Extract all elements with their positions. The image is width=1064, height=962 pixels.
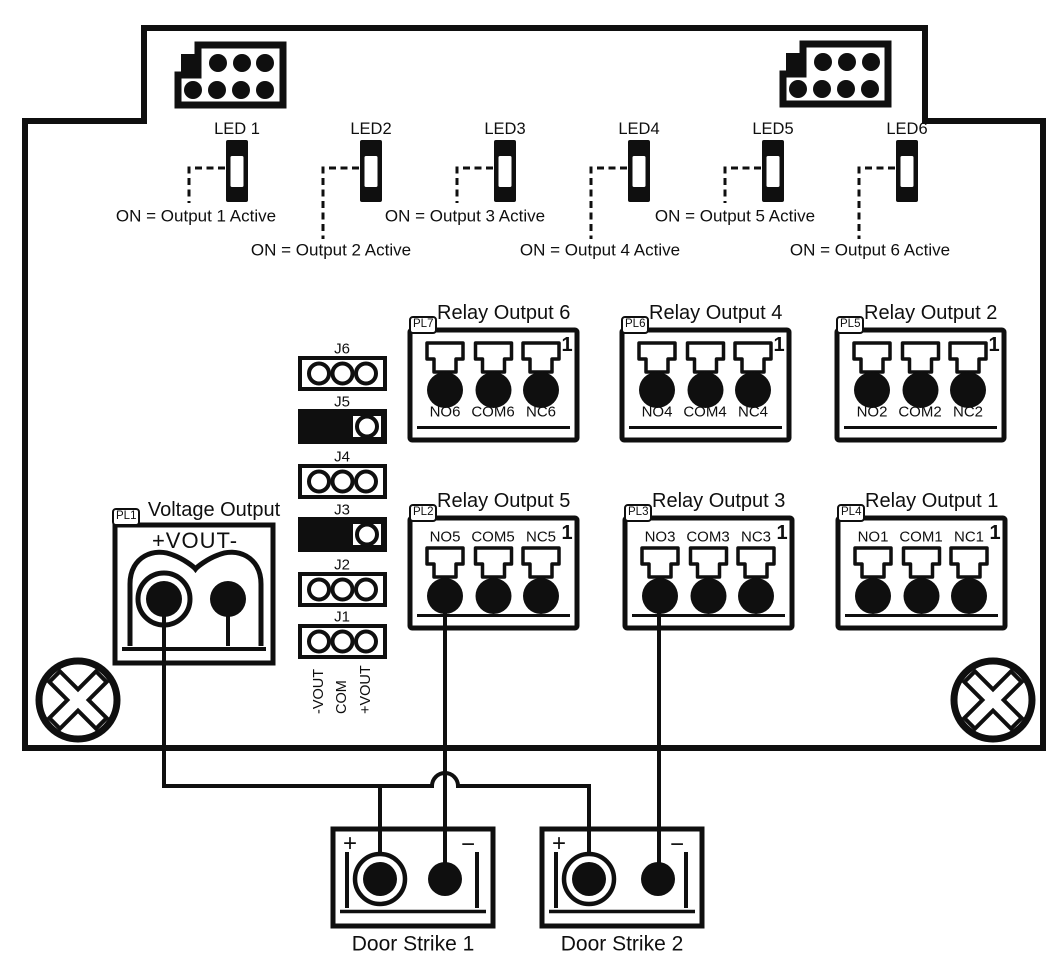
no4-label: NO4 bbox=[641, 403, 673, 421]
door-strike-1-label: Door Strike 1 bbox=[351, 932, 475, 956]
pin-label-com: COM bbox=[334, 680, 350, 714]
relay1-title: Relay Output 1 bbox=[865, 490, 999, 512]
door-strike-terminals bbox=[352, 851, 675, 907]
jumper-j4-label: J4 bbox=[334, 448, 350, 466]
voltage-output-block bbox=[112, 522, 276, 666]
nc5-label: NC5 bbox=[525, 528, 557, 546]
com2-label: COM2 bbox=[898, 403, 942, 421]
pl5-tag: PL5 bbox=[836, 316, 865, 334]
ds2-minus-sign: − bbox=[669, 831, 685, 858]
led4-label: LED4 bbox=[618, 119, 660, 138]
nc2-label: NC2 bbox=[952, 403, 984, 421]
com6-label: COM6 bbox=[471, 403, 515, 421]
led3-label: LED3 bbox=[484, 119, 526, 138]
led1-note: ON = Output 1 Active bbox=[115, 206, 277, 226]
pl4-tag: PL4 bbox=[837, 504, 866, 522]
right-header-connector-icon bbox=[779, 40, 892, 108]
jumper-j6-label: J6 bbox=[334, 340, 350, 358]
pl6-tag: PL6 bbox=[621, 316, 650, 334]
board-outline bbox=[22, 25, 1046, 751]
jumper-j1-label: J1 bbox=[334, 608, 350, 626]
ds2-plus-sign: + bbox=[551, 830, 567, 857]
jumper-j5-cap bbox=[298, 409, 387, 444]
mounting-hole-left-icon bbox=[31, 653, 124, 746]
jumper-j3-label: J3 bbox=[334, 501, 350, 519]
voltage-output-title: Voltage Output bbox=[147, 499, 281, 521]
pl2-tag: PL2 bbox=[409, 504, 438, 522]
relay-output-6-block bbox=[407, 327, 580, 443]
relay2-pin1-marker: 1 bbox=[988, 334, 1000, 356]
led5-note: ON = Output 5 Active bbox=[654, 206, 816, 226]
relay6-pin1-marker: 1 bbox=[561, 334, 573, 356]
jumper-j3-cap bbox=[298, 517, 387, 552]
relay2-title: Relay Output 2 bbox=[864, 302, 998, 324]
relay3-title: Relay Output 3 bbox=[652, 490, 786, 512]
relay5-title: Relay Output 5 bbox=[437, 490, 571, 512]
jumper-j5-label: J5 bbox=[334, 393, 350, 411]
com5-label: COM5 bbox=[471, 528, 515, 546]
com1-label: COM1 bbox=[899, 528, 943, 546]
led2-label: LED2 bbox=[350, 119, 392, 138]
led-indicators bbox=[187, 140, 918, 239]
no1-label: NO1 bbox=[857, 528, 889, 546]
led4-note: ON = Output 4 Active bbox=[519, 240, 681, 260]
led3-note: ON = Output 3 Active bbox=[384, 206, 546, 226]
nc3-label: NC3 bbox=[740, 528, 772, 546]
led6-label: LED6 bbox=[886, 119, 928, 138]
led1-label: LED 1 bbox=[214, 119, 260, 138]
ds1-minus-sign: − bbox=[460, 831, 476, 858]
jumper-j2-label: J2 bbox=[334, 556, 350, 574]
relay4-pin1-marker: 1 bbox=[773, 334, 785, 356]
relay6-title: Relay Output 6 bbox=[437, 302, 571, 324]
no2-label: NO2 bbox=[856, 403, 888, 421]
led-leader-lines bbox=[187, 166, 895, 239]
pin-label-plus-vout: +VOUT bbox=[358, 665, 374, 714]
com4-label: COM4 bbox=[683, 403, 727, 421]
nc1-label: NC1 bbox=[953, 528, 985, 546]
led2-note: ON = Output 2 Active bbox=[250, 240, 412, 260]
ds1-plus-sign: + bbox=[342, 830, 358, 857]
relay3-pin1-marker: 1 bbox=[776, 522, 788, 544]
vout-terminal-label: +VOUT- bbox=[151, 528, 239, 553]
led5-label: LED5 bbox=[752, 119, 794, 138]
door-strike-2-label: Door Strike 2 bbox=[560, 932, 684, 956]
no6-label: NO6 bbox=[429, 403, 461, 421]
relay-output-2-block bbox=[834, 327, 1007, 443]
pl1-tag: PL1 bbox=[112, 508, 141, 526]
relay-output-4-block bbox=[619, 327, 792, 443]
relay-output-1-block bbox=[835, 515, 1008, 631]
nc4-label: NC4 bbox=[737, 403, 769, 421]
mounting-hole-right-icon bbox=[946, 653, 1039, 746]
led6-note: ON = Output 6 Active bbox=[789, 240, 951, 260]
pl3-tag: PL3 bbox=[624, 504, 653, 522]
relay4-title: Relay Output 4 bbox=[649, 302, 783, 324]
left-header-connector-icon bbox=[174, 41, 287, 109]
jumper-blocks bbox=[298, 356, 387, 659]
relay5-pin1-marker: 1 bbox=[561, 522, 573, 544]
pl7-tag: PL7 bbox=[409, 316, 438, 334]
pin-label-minus-vout: -VOUT bbox=[311, 668, 327, 714]
com3-label: COM3 bbox=[686, 528, 730, 546]
vout-minus-terminal bbox=[210, 581, 246, 617]
relay-output-3-block bbox=[622, 515, 795, 631]
no5-label: NO5 bbox=[429, 528, 461, 546]
wires bbox=[162, 596, 661, 879]
no3-label: NO3 bbox=[644, 528, 676, 546]
relay1-pin1-marker: 1 bbox=[989, 522, 1001, 544]
nc6-label: NC6 bbox=[525, 403, 557, 421]
